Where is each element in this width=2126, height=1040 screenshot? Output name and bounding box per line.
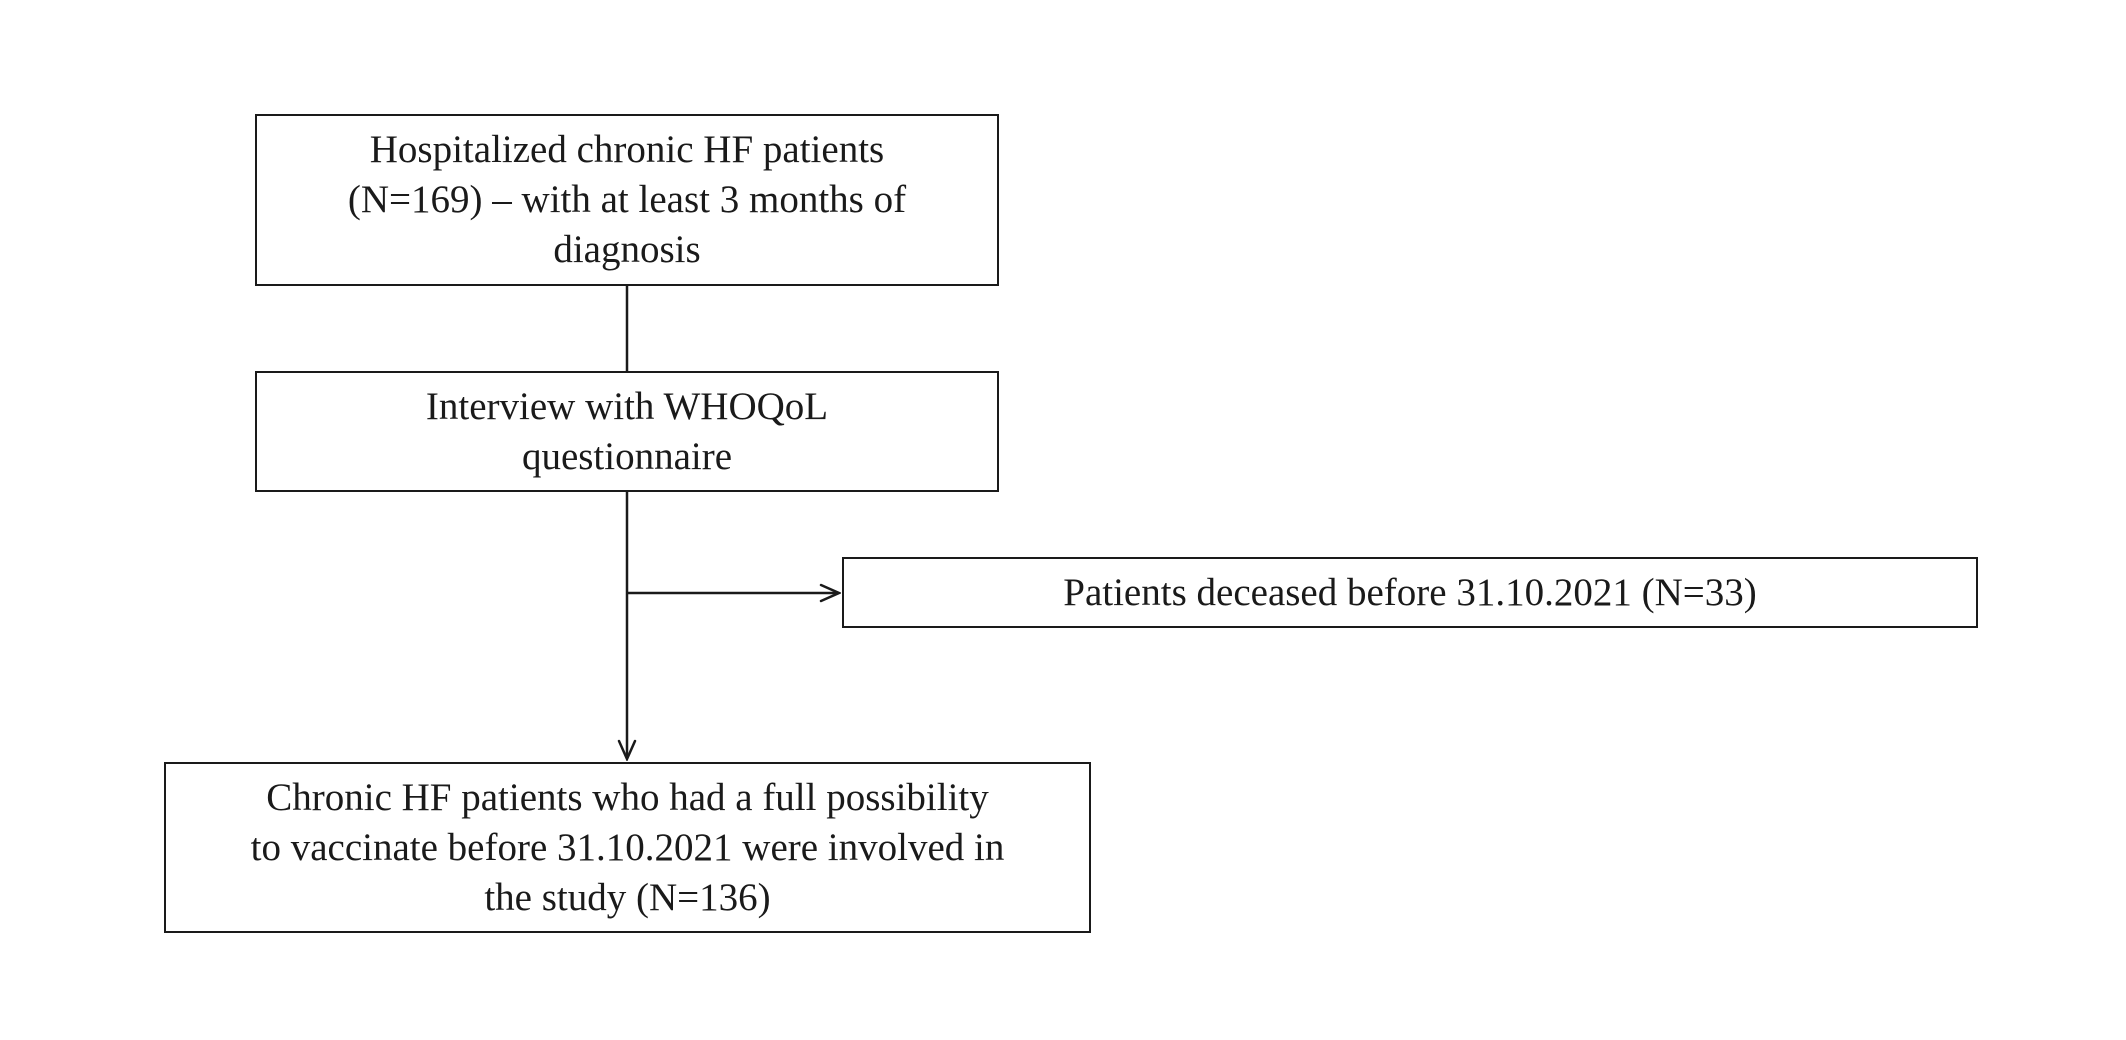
box-text-line: questionnaire xyxy=(521,434,733,478)
box-text-line: to vaccinate before 31.10.2021 were invo… xyxy=(250,825,1005,869)
box-interview-text: Interview with WHOQoL questionnaire xyxy=(426,382,828,482)
box-text-line: diagnosis xyxy=(553,228,701,271)
box-interview: Interview with WHOQoL questionnaire xyxy=(255,371,999,492)
box-study-cohort: Chronic HF patients who had a full possi… xyxy=(164,762,1091,933)
box-text-line: (N=169) – with at least 3 months of xyxy=(347,178,907,221)
box-text-line: Patients deceased before 31.10.2021 (N=3… xyxy=(1063,570,1757,614)
box-patients-deceased: Patients deceased before 31.10.2021 (N=3… xyxy=(842,557,1978,628)
box-hospitalized-patients: Hospitalized chronic HF patients (N=169)… xyxy=(255,114,999,286)
box-text-line: Hospitalized chronic HF patients xyxy=(369,128,885,171)
box-hospitalized-patients-text: Hospitalized chronic HF patients (N=169)… xyxy=(348,125,906,275)
box-text-line: Chronic HF patients who had a full possi… xyxy=(266,775,989,819)
box-text-line: Interview with WHOQoL xyxy=(425,384,829,428)
box-text-line: the study (N=136) xyxy=(484,875,771,919)
box-study-cohort-text: Chronic HF patients who had a full possi… xyxy=(251,773,1005,923)
box-patients-deceased-text: Patients deceased before 31.10.2021 (N=3… xyxy=(1063,568,1756,618)
